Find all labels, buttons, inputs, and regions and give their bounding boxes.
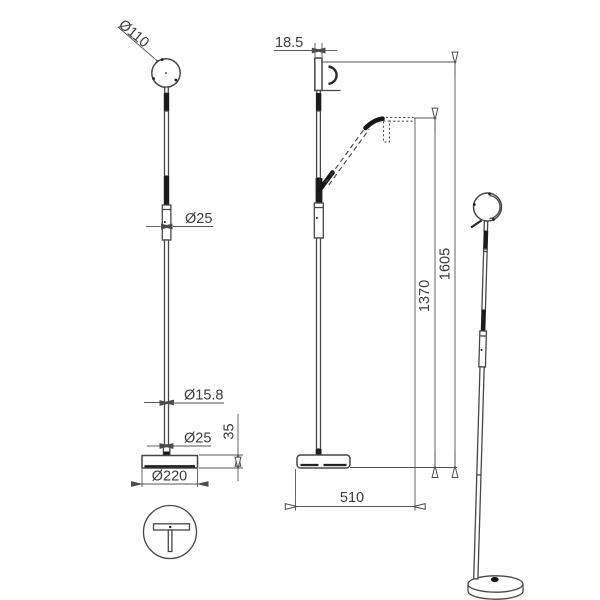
- swivel-arm: [325, 116, 414, 186]
- dim-label-base-diameter: Ø220: [152, 469, 187, 485]
- front-view: Ø110 Ø25 Ø15.8: [115, 17, 243, 487]
- dim-label-arm-projection: 510: [340, 490, 364, 506]
- dim-base-height: 35: [199, 414, 243, 481]
- head-screw: [492, 218, 495, 221]
- dim-label-total-height: 1605: [438, 248, 454, 280]
- dim-label-pole-diameter: Ø15.8: [184, 388, 224, 404]
- dim-label-lower-joint-diameter: Ø25: [184, 431, 211, 447]
- head-screw: [152, 77, 156, 80]
- dim-label-head-diameter: Ø110: [115, 17, 152, 51]
- dim-label-head-depth: 18.5: [275, 35, 303, 51]
- dim-head-diameter: Ø110: [115, 17, 166, 69]
- pole-top-view: [167, 529, 173, 553]
- lamp-head-perspective: [470, 192, 503, 229]
- pole-joint: [161, 204, 172, 241]
- lamp-head-side: [314, 57, 323, 92]
- base-outline-top-view: [142, 504, 198, 560]
- head-top-view: [152, 523, 191, 531]
- head-screw: [472, 203, 476, 206]
- flex-segment: [315, 93, 322, 111]
- dim-label-arm-height: 1370: [417, 280, 433, 312]
- dim-total-height: 1605: [438, 51, 459, 478]
- dim-label-upper-joint-diameter: Ø25: [185, 211, 212, 227]
- lower-pole: [315, 237, 322, 450]
- flex-segment: [483, 230, 489, 250]
- pole-joint: [313, 202, 324, 239]
- dim-label-base-height: 35: [222, 423, 238, 439]
- upper-pole: [315, 110, 322, 179]
- shade-rim: [328, 65, 338, 86]
- dim-lower-joint-diameter: Ø25: [147, 431, 211, 449]
- flex-segment: [480, 309, 486, 332]
- head-screw: [488, 192, 491, 196]
- flex-segment: [163, 176, 170, 205]
- dim-head-depth: 18.5: [274, 35, 337, 57]
- head-screw: [160, 58, 164, 61]
- upper-pole: [163, 110, 170, 177]
- base-plan-view: [142, 504, 198, 560]
- pole-foot: [490, 576, 499, 583]
- perspective-view: [467, 192, 524, 600]
- flex-segment: [163, 93, 170, 111]
- dim-base-diameter: Ø220: [131, 469, 209, 487]
- dim-arm-projection: 510: [284, 118, 426, 511]
- side-view: 18.5: [274, 35, 459, 511]
- base-front: [141, 454, 199, 469]
- dim-pole-diameter: Ø15.8: [144, 388, 224, 406]
- head-screw: [174, 78, 178, 82]
- lower-pole: [163, 239, 170, 446]
- dim-arm-height: 1370: [417, 107, 439, 478]
- base-perspective: [467, 575, 524, 600]
- dim-upper-joint-diameter: Ø25: [146, 211, 213, 230]
- switch-stem: [470, 219, 483, 229]
- pole-perspective: [473, 220, 489, 580]
